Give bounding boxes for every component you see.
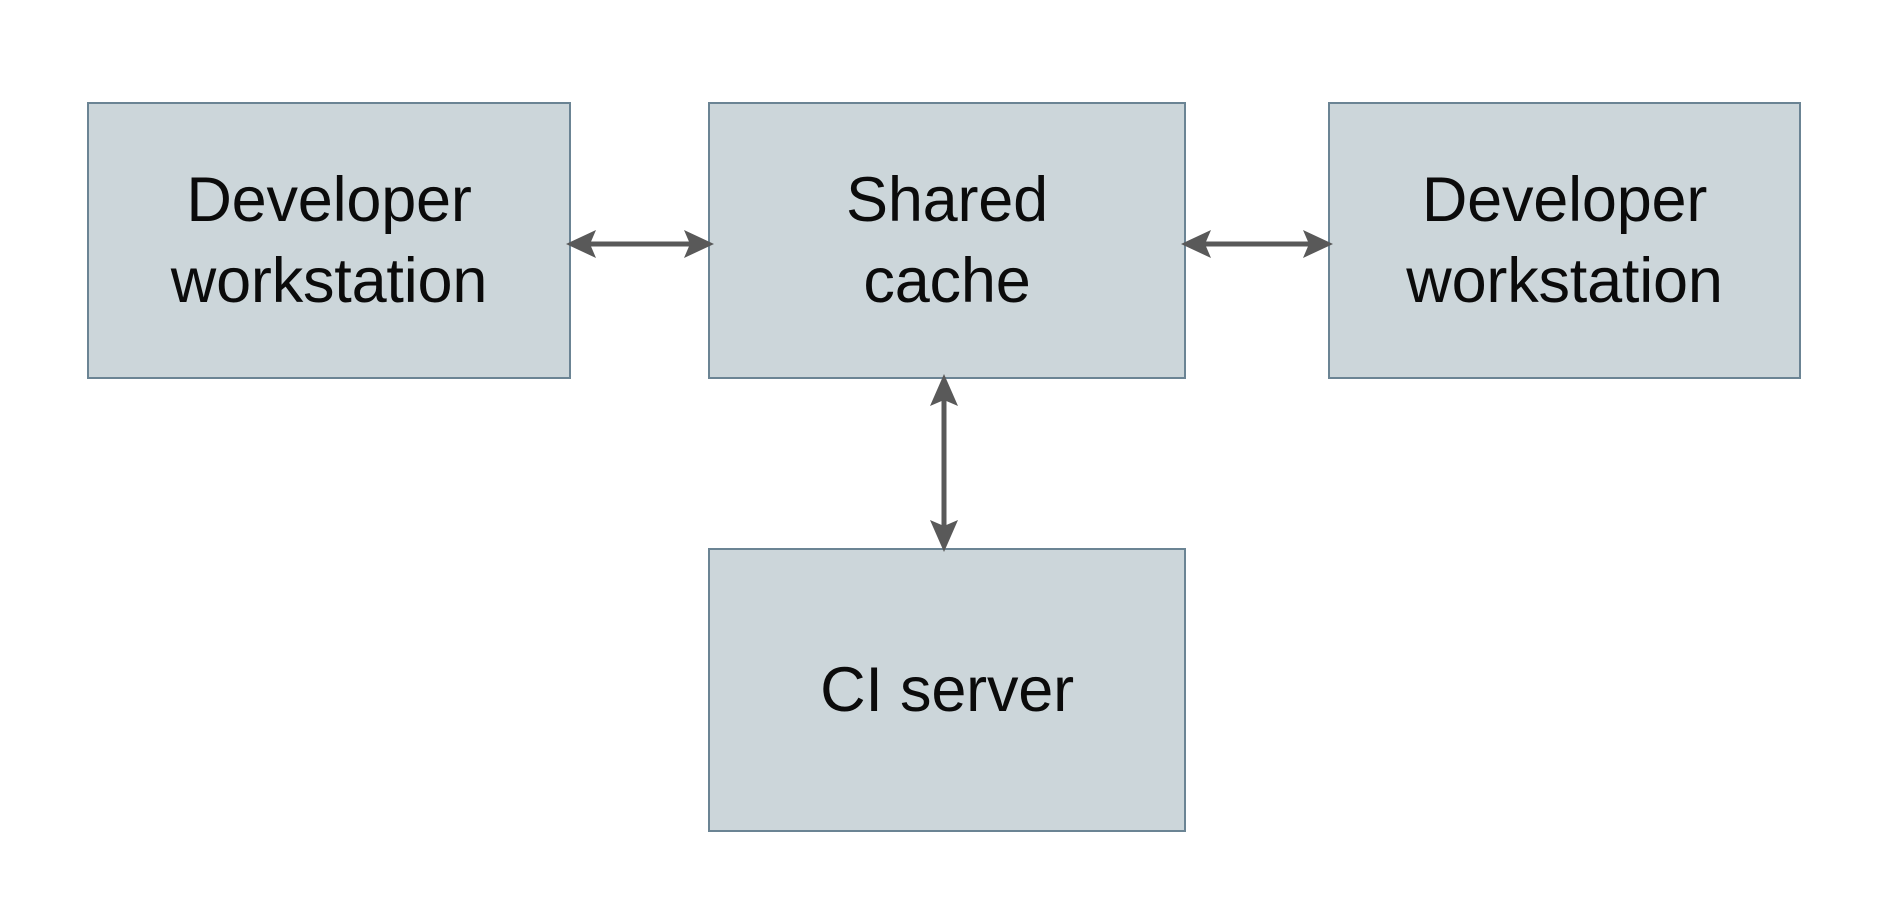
edge-developer-workstation-left-to-shared-cache [566, 218, 714, 270]
double-arrow-icon [1181, 230, 1333, 258]
double-arrow-icon [566, 230, 714, 258]
edge-shared-cache-to-developer-workstation-right [1181, 218, 1333, 270]
node-ci-server[interactable]: CI server [708, 548, 1186, 832]
node-developer-workstation-right[interactable]: Developer workstation [1328, 102, 1801, 379]
node-label: Developer workstation [170, 164, 488, 316]
double-arrow-icon [930, 374, 958, 552]
node-shared-cache[interactable]: Shared cache [708, 102, 1186, 379]
node-label: Developer workstation [1406, 164, 1723, 316]
node-developer-workstation-left[interactable]: Developer workstation [87, 102, 571, 379]
node-label: Shared cache [846, 164, 1048, 316]
edge-shared-cache-to-ci-server [918, 374, 970, 552]
node-label: CI server [820, 654, 1074, 725]
